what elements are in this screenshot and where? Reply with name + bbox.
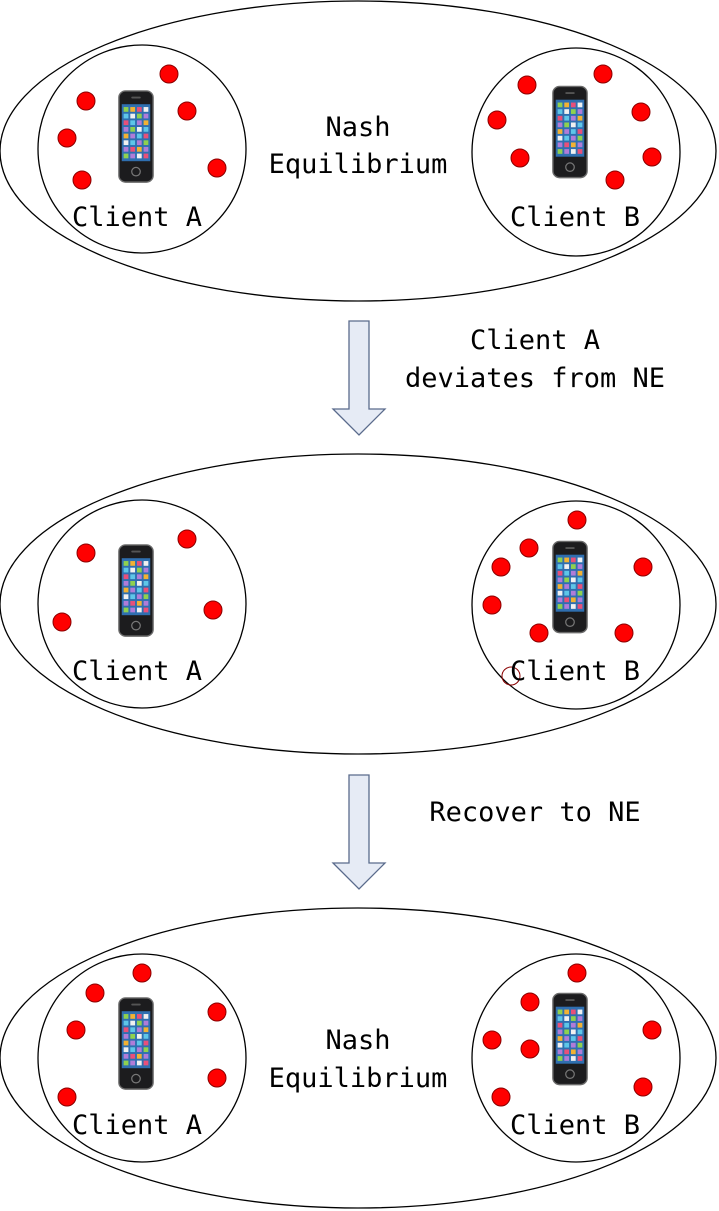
resource-dot	[207, 158, 227, 178]
resource-dot	[501, 666, 521, 686]
client-a-dots	[57, 963, 227, 1107]
client-b-dots	[482, 510, 653, 686]
transition-deviation: Client A deviates from NE	[331, 320, 665, 436]
transition-label-line-1: Client A	[470, 325, 600, 356]
resource-dot	[642, 147, 662, 167]
resource-dot	[57, 128, 77, 148]
resource-dot	[510, 148, 530, 168]
resource-dot	[52, 612, 72, 632]
client-b-circle	[471, 500, 681, 710]
client-a-group: Client A	[37, 44, 247, 254]
resource-dot	[207, 1068, 227, 1088]
resource-dot	[66, 1020, 86, 1040]
center-label-line-1: Nash	[325, 112, 390, 143]
smartphone-icon	[118, 997, 154, 1090]
resource-dot	[633, 1077, 653, 1097]
client-a-circle	[37, 953, 247, 1163]
smartphone-icon	[552, 540, 588, 634]
client-a-label: Client A	[72, 656, 202, 687]
resource-dot	[203, 600, 223, 620]
client-b-group: Client B	[471, 500, 681, 710]
resource-dot	[132, 963, 152, 983]
client-b-label: Client B	[510, 656, 640, 687]
client-b-circle	[471, 953, 681, 1163]
client-a-circle	[37, 499, 247, 709]
resource-dot	[567, 510, 587, 530]
resource-dot	[633, 557, 653, 577]
center-label-line-2: Equilibrium	[269, 1063, 448, 1094]
resource-dot	[605, 170, 625, 190]
client-a-group: Client A	[37, 499, 247, 709]
client-b-circle	[471, 47, 681, 257]
resource-dot	[517, 75, 537, 95]
smartphone-icon	[118, 544, 154, 637]
resource-dot	[520, 992, 540, 1012]
down-arrow-icon	[331, 320, 387, 436]
center-label-line-1: Nash	[325, 1025, 390, 1056]
client-b-group: Client B	[471, 953, 681, 1163]
state-recovered-ne: Client A Client B Nash Equilibrium	[0, 907, 717, 1209]
resource-dot	[567, 963, 587, 983]
resource-dot	[159, 64, 179, 84]
resource-dot	[72, 170, 92, 190]
resource-dot	[642, 1020, 662, 1040]
client-b-label: Client B	[510, 1110, 640, 1141]
state-initial-ne: Client A Client B Nash Equilibrium	[0, 0, 717, 302]
resource-dot	[482, 1030, 502, 1050]
client-b-group: Client B	[471, 47, 681, 257]
resource-dot	[631, 102, 651, 122]
transition-label-line-1: Recover to NE	[429, 797, 640, 828]
client-b-dots	[487, 64, 662, 190]
resource-dot	[482, 595, 502, 615]
state-deviated: Client A Client B	[0, 453, 717, 755]
client-b-label: Client B	[510, 202, 640, 233]
client-a-group: Client A	[37, 953, 247, 1163]
resource-dot	[491, 557, 511, 577]
resource-dot	[85, 983, 105, 1003]
client-a-label: Client A	[72, 202, 202, 233]
client-a-circle	[37, 44, 247, 254]
transition-label-line-2: deviates from NE	[405, 363, 665, 394]
smartphone-icon	[552, 85, 588, 179]
client-a-dots	[52, 529, 223, 632]
resource-dot	[177, 101, 197, 121]
resource-dot	[614, 623, 634, 643]
transition-recover: Recover to NE	[331, 774, 641, 890]
resource-dot	[520, 1039, 540, 1059]
center-label-line-2: Equilibrium	[269, 149, 448, 180]
resource-dot	[76, 91, 96, 111]
resource-dot	[207, 1002, 227, 1022]
client-a-label: Client A	[72, 1110, 202, 1141]
resource-dot	[57, 1087, 77, 1107]
resource-dot	[519, 538, 539, 558]
resource-dot	[529, 623, 549, 643]
smartphone-icon	[552, 992, 588, 1086]
resource-dot	[177, 529, 197, 549]
resource-dot	[491, 1087, 511, 1107]
smartphone-icon	[118, 90, 154, 183]
resource-dot	[593, 64, 613, 84]
down-arrow-icon	[331, 774, 387, 890]
resource-dot	[76, 543, 96, 563]
system-boundary	[0, 0, 717, 302]
system-boundary	[0, 907, 717, 1209]
client-a-dots	[57, 64, 227, 190]
client-b-dots	[482, 963, 662, 1107]
resource-dot	[487, 110, 507, 130]
system-boundary	[0, 453, 717, 755]
